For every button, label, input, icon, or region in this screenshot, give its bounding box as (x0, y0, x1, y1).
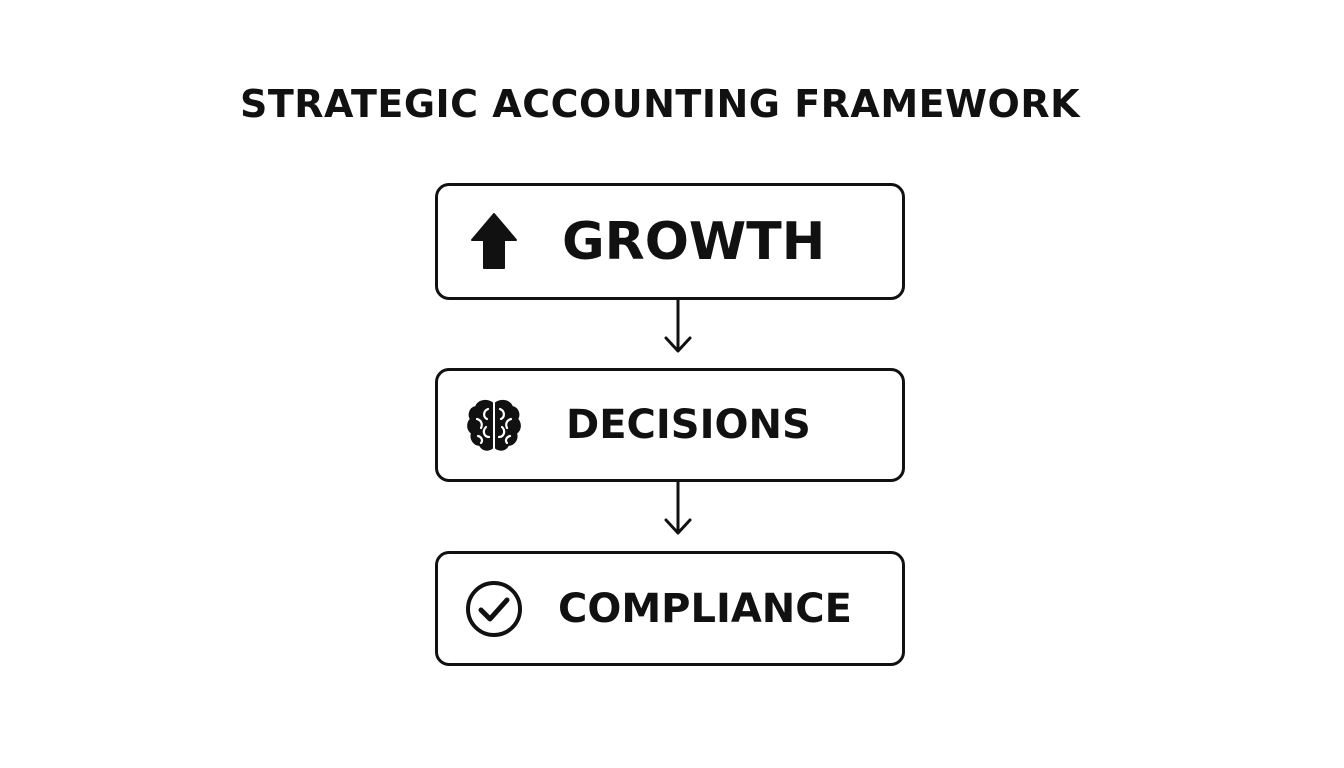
decisions-label: DECISIONS (566, 402, 811, 448)
arrow-up-icon (462, 210, 526, 274)
diagram-title: STRATEGIC ACCOUNTING FRAMEWORK (239, 82, 1081, 126)
compliance-box: COMPLIANCE (435, 551, 905, 666)
check-circle-icon (462, 577, 526, 641)
growth-box: GROWTH (435, 183, 905, 300)
decisions-box: DECISIONS (435, 368, 905, 482)
connector-arrow-1 (662, 300, 694, 356)
brain-icon (462, 393, 526, 457)
connector-arrow-2 (662, 482, 694, 538)
compliance-label: COMPLIANCE (558, 585, 852, 632)
growth-label: GROWTH (562, 211, 826, 272)
